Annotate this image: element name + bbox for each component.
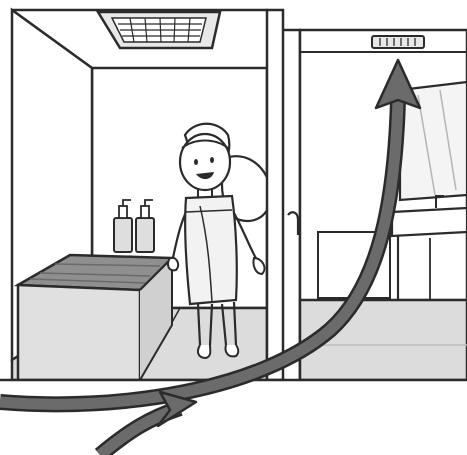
door-handle: [288, 212, 298, 235]
ceiling-vent-icon: [98, 12, 220, 48]
bathtub: [18, 255, 172, 380]
exhaust-vent-icon: [372, 36, 424, 48]
bathroom-door-frame: [267, 10, 300, 380]
foreground-band: [0, 380, 467, 455]
washbasin: [392, 208, 467, 236]
tub-front: [18, 285, 140, 380]
